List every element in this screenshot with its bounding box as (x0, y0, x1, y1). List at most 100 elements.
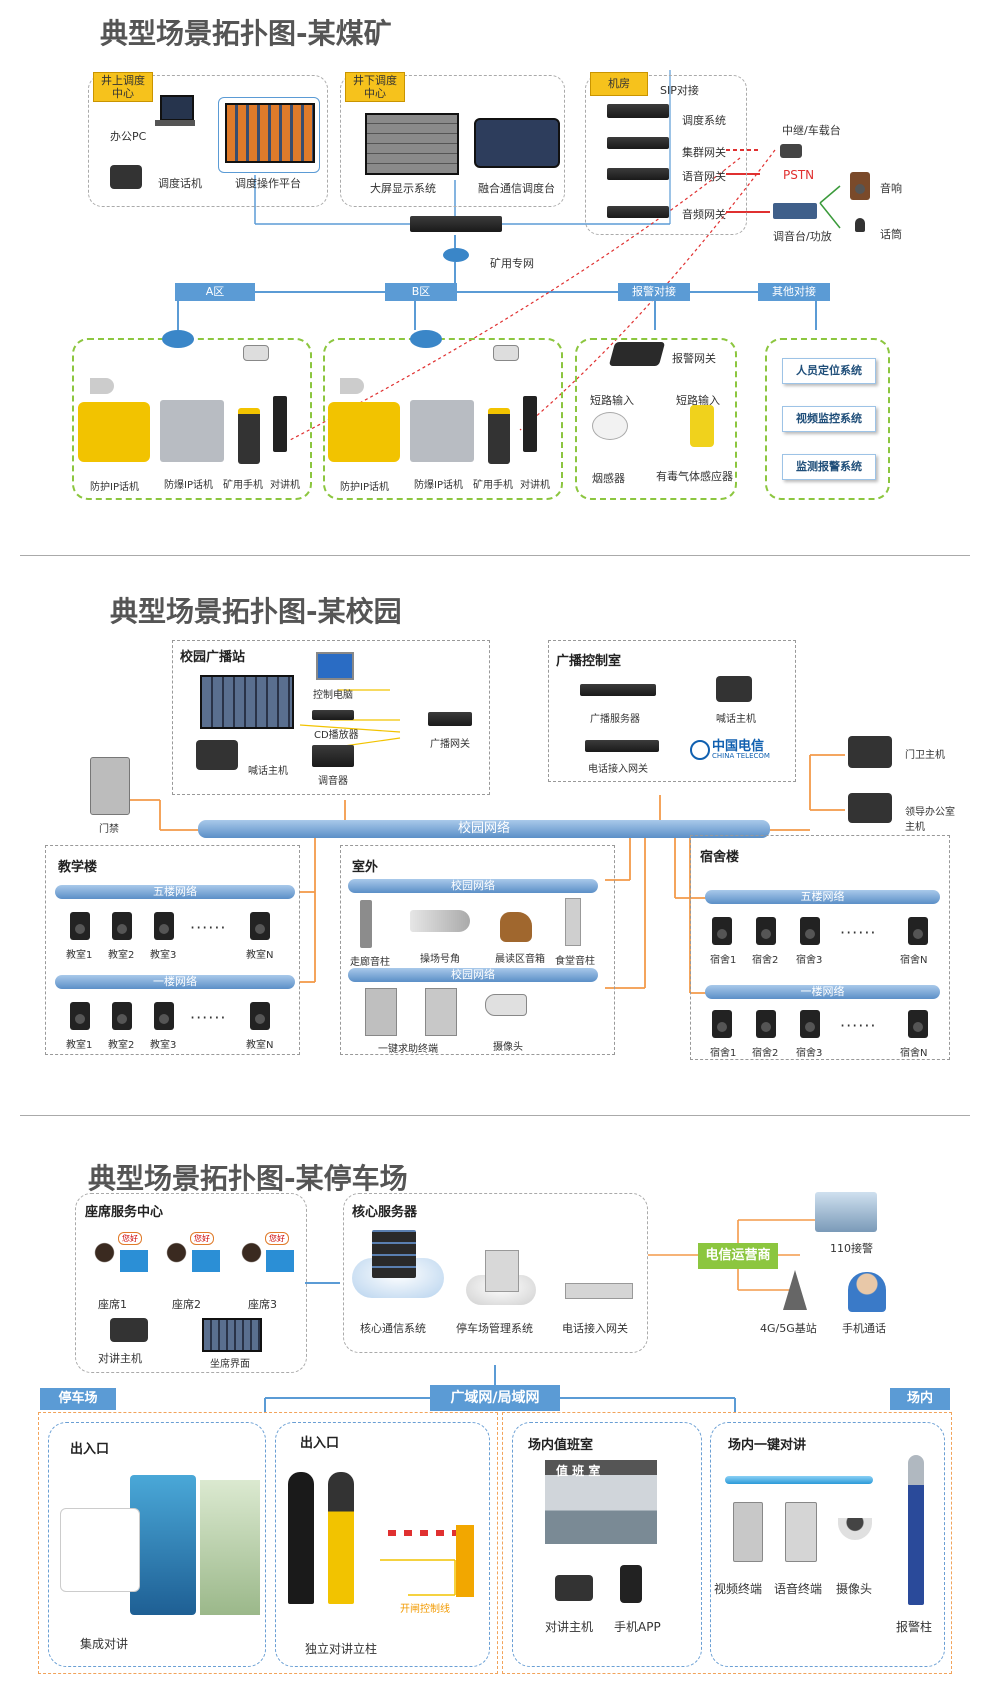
outdoor-top-label-2: 操场号角 (420, 954, 460, 965)
entrance1-label: 出入口 (70, 1442, 110, 1457)
zone-a-explosion-phone (160, 400, 224, 462)
mic-label: 话筒 (880, 228, 902, 241)
parking-intercom-host-icon (110, 1318, 148, 1342)
dispatch-system-label: 调度系统 (682, 114, 726, 127)
dispatch-phone-label: 调度话机 (158, 177, 202, 190)
outdoor-label: 室外 (352, 860, 379, 875)
seat2-hello-bubble: 您好 (190, 1232, 214, 1245)
zone-a-horn-icon (90, 378, 114, 394)
teach-top-label-1: 教室1 (66, 950, 93, 961)
tuner-icon (312, 745, 354, 767)
parking-mgmt-server-icon (485, 1250, 519, 1292)
leader-label: 领导办公室主机 (905, 807, 955, 833)
coal-title: 典型场景拓扑图-某煤矿 (100, 17, 392, 50)
speaker-label: 音响 (880, 182, 902, 195)
zone-b-mobile-icon (488, 408, 510, 464)
one-key-label: 场内一键对讲 (728, 1438, 807, 1453)
mobile-call-label: 手机通话 (842, 1322, 886, 1335)
outdoor-top-label-3: 晨读区音箱 (495, 954, 545, 965)
mine-router-icon (443, 248, 469, 262)
section-divider-1 (20, 555, 970, 556)
seat1-label: 座席1 (98, 1298, 127, 1311)
above-center-tag: 井上调度中心 (93, 72, 153, 102)
teach-top-speaker-2 (112, 912, 132, 940)
mobile-caller-icon (848, 1272, 886, 1312)
one-key-help-icon (365, 988, 397, 1036)
teach-bot-label-2: 教室2 (108, 1040, 135, 1051)
alarm-gw-label: 报警网关 (672, 352, 716, 365)
core-server-label: 核心服务器 (352, 1205, 418, 1220)
teach-top-label-n: 教室N (246, 950, 274, 961)
dorm-bot-label-2: 宿舍2 (752, 1048, 779, 1059)
tuner-label: 调音器 (318, 776, 348, 787)
parking-lot-tag: 停车场 (40, 1388, 116, 1410)
playground-horn-icon (410, 910, 470, 932)
cluster-gw-device (607, 137, 669, 149)
seat3-monitor (266, 1250, 294, 1272)
zone-b-horn-icon (340, 378, 364, 394)
machine-room-group (585, 75, 747, 235)
base-station-icon (783, 1270, 807, 1310)
pstn-label: PSTN (783, 168, 815, 182)
seat-ui-screen (202, 1318, 262, 1352)
zone-a-dev-3: 矿用手机 (223, 480, 263, 491)
parking-lot-group (38, 1412, 498, 1674)
zone-b-group (323, 338, 563, 500)
bc-server-icon (580, 684, 656, 696)
seat2-monitor (192, 1250, 220, 1272)
dorm-top-label-1: 宿舍1 (710, 955, 737, 966)
office-pc-keyboard (155, 120, 195, 126)
entrance1-group (48, 1422, 266, 1667)
mic-icon (855, 218, 865, 232)
relay-label: 中继/车载台 (782, 124, 841, 137)
seat2-label: 座席2 (172, 1298, 201, 1311)
outdoor-net-top: 校园网络 (348, 879, 598, 893)
one-key-network-bar (725, 1476, 873, 1484)
zone-a-dev-2: 防爆IP话机 (164, 480, 213, 491)
section-divider-2 (20, 1115, 970, 1116)
campus-net-bus: 校园网络 (198, 820, 770, 838)
broadcast-gw-label: 广播网关 (430, 739, 470, 750)
teach-bot-speaker-n (250, 1002, 270, 1030)
zone-a-dev-4: 对讲机 (270, 480, 300, 491)
pillar-label: 独立对讲立柱 (305, 1642, 378, 1656)
zone-a-camera-icon (243, 345, 269, 361)
teach-top-label-2: 教室2 (108, 950, 135, 961)
big-screen-label: 大屏显示系统 (370, 182, 436, 195)
integrated-label: 集成对讲 (80, 1637, 129, 1651)
outdoor-bot-label-2: 摄像头 (493, 1042, 523, 1053)
dispatch-platform-label: 调度操作平台 (235, 177, 301, 190)
dorm-bot-speaker-1 (712, 1010, 732, 1038)
relay-radio-icon (780, 144, 802, 158)
seat1-hello-bubble: 您好 (118, 1232, 142, 1245)
dorm-top-label-3: 宿舍3 (796, 955, 823, 966)
outdoor-top-label-1: 走廊音柱 (350, 957, 390, 968)
duty-room-group (512, 1422, 702, 1667)
call-110-icon (815, 1192, 877, 1232)
video-surveillance-system: 视频监控系统 (782, 406, 876, 432)
zone-b-dev-2: 防爆IP话机 (414, 480, 463, 491)
dorm-top-ellipsis: ······ (840, 923, 877, 942)
seat-center-label: 座席服务中心 (85, 1205, 164, 1220)
parking-tel-gw-label: 电话接入网关 (562, 1322, 628, 1335)
seat3-label: 座席3 (248, 1298, 277, 1311)
shout-host-phone (196, 740, 238, 770)
dorm-label: 宿舍楼 (700, 850, 740, 865)
base-station-label: 4G/5G基站 (760, 1322, 817, 1335)
core-switch-icon (410, 216, 502, 232)
inside-group (502, 1412, 952, 1674)
cd-player-icon (312, 710, 354, 720)
teach-top-speaker-1 (70, 912, 90, 940)
integrated-intercom-panel (60, 1508, 140, 1592)
canteen-column-icon (565, 898, 581, 946)
other-dock-tag: 其他对接 (758, 283, 830, 301)
toxic-sensor-icon (690, 405, 714, 447)
campus-connection-lines (130, 689, 845, 994)
dispatch-phone-icon (110, 165, 142, 189)
zone-a-dev-1: 防护IP话机 (90, 482, 139, 493)
zone-b-ip-phone-yellow (328, 402, 400, 462)
seat-center-group (75, 1193, 307, 1373)
zone-b-camera-icon (493, 345, 519, 361)
alarm-group (575, 338, 737, 500)
zone-b-router-icon (410, 330, 442, 348)
